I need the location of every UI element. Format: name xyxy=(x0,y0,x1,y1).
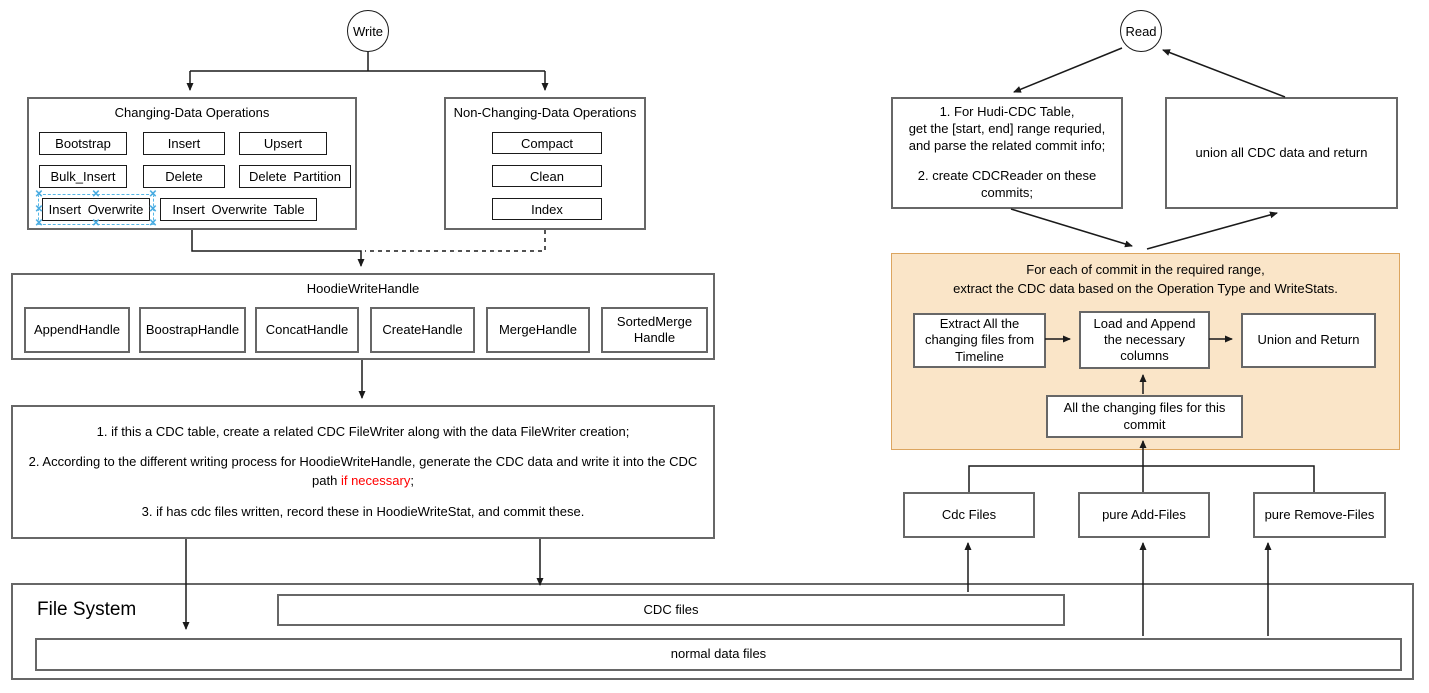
prepare-line-1: 1. For Hudi-CDC Table, xyxy=(939,103,1075,119)
edge-prepare-to-orange xyxy=(1010,208,1133,248)
per-commit-group[interactable]: For each of commit in the required range… xyxy=(891,253,1400,450)
read-prepare-text: 1. For Hudi-CDC Table, get the [start, e… xyxy=(893,99,1121,207)
prepare-gap xyxy=(893,154,1121,168)
hoodie-write-handle-group[interactable]: HoodieWriteHandle AppendHandle BoostrapH… xyxy=(11,273,715,360)
prepare-line-4: 2. create CDCReader on these xyxy=(917,168,1097,184)
selection-handle-se[interactable]: ✕ xyxy=(148,218,158,229)
union-all-box[interactable]: union all CDC data and return xyxy=(1165,97,1398,209)
changing-data-operations-title: Changing-Data Operations xyxy=(114,105,270,120)
read-node[interactable]: Read xyxy=(1120,10,1162,52)
op-index[interactable]: Index xyxy=(492,198,602,220)
union-and-return-box[interactable]: Union and Return xyxy=(1241,313,1376,368)
selection-handle-e[interactable]: ✕ xyxy=(148,203,158,215)
handle-concat[interactable]: ConcatHandle xyxy=(255,307,359,353)
write-step-2: 2. According to the different writing pr… xyxy=(23,453,703,491)
write-step-1: 1. if this a CDC table, create a related… xyxy=(96,423,630,439)
write-step-2-text: 2. According to the different writing pr… xyxy=(28,454,698,488)
per-commit-title-line2: extract the CDC data based on the Operat… xyxy=(953,280,1338,296)
selection-handle-sw[interactable]: ✕ xyxy=(34,218,44,229)
selection-handle-s[interactable]: ✕ xyxy=(91,218,101,229)
non-changing-data-operations-group[interactable]: Non-Changing-Data Operations Compact Cle… xyxy=(444,97,646,230)
op-insert-overwrite-table[interactable]: Insert Overwrite Table xyxy=(160,198,317,221)
edge-changing-to-handle xyxy=(191,230,365,267)
cdc-files-source-box[interactable]: Cdc Files xyxy=(903,492,1035,538)
normal-data-files-store[interactable]: normal data files xyxy=(35,638,1402,671)
selection-handle-ne[interactable]: ✕ xyxy=(148,189,158,200)
selection-overlay: ✕ ✕ ✕ ✕ ✕ ✕ ✕ ✕ xyxy=(34,190,158,229)
file-system-group[interactable]: File System CDC files normal data files xyxy=(11,583,1414,680)
handle-merge[interactable]: MergeHandle xyxy=(486,307,590,353)
op-insert-overwrite[interactable]: Insert Overwrite xyxy=(42,198,150,221)
extract-changing-files-box[interactable]: Extract All the changing files from Time… xyxy=(913,313,1046,368)
edge-nonchanging-dashed xyxy=(365,230,546,252)
op-upsert[interactable]: Upsert xyxy=(239,132,327,155)
op-insert[interactable]: Insert xyxy=(143,132,225,155)
non-changing-data-operations-title: Non-Changing-Data Operations xyxy=(453,105,637,120)
op-clean[interactable]: Clean xyxy=(492,165,602,187)
read-node-label: Read xyxy=(1125,23,1157,39)
read-prepare-box[interactable]: 1. For Hudi-CDC Table, get the [start, e… xyxy=(891,97,1123,209)
op-delete-partition[interactable]: Delete Partition xyxy=(239,165,351,188)
write-step-3: 3. if has cdc files written, record thes… xyxy=(141,503,585,519)
selection-handle-w[interactable]: ✕ xyxy=(34,203,44,215)
per-commit-title: For each of commit in the required range… xyxy=(892,261,1399,299)
edge-orange-to-union xyxy=(1146,211,1278,250)
write-step-2-suffix: ; xyxy=(410,473,414,488)
write-node-label: Write xyxy=(352,23,384,39)
handle-sorted-merge[interactable]: SortedMerge Handle xyxy=(601,307,708,353)
prepare-line-2: get the [start, end] range requried, xyxy=(908,120,1106,136)
hoodie-write-handle-title: HoodieWriteHandle xyxy=(306,281,420,296)
selection-handle-n[interactable]: ✕ xyxy=(91,189,101,200)
op-compact[interactable]: Compact xyxy=(492,132,602,154)
handle-boostrap[interactable]: BoostrapHandle xyxy=(139,307,246,353)
all-changing-files-box[interactable]: All the changing files for this commit xyxy=(1046,395,1243,438)
edge-sources-connector xyxy=(968,465,1315,492)
write-steps-box[interactable]: 1. if this a CDC table, create a related… xyxy=(11,405,715,539)
edge-read-to-prepare xyxy=(1013,47,1123,93)
cdc-files-store[interactable]: CDC files xyxy=(277,594,1065,626)
pure-add-files-box[interactable]: pure Add-Files xyxy=(1078,492,1210,538)
prepare-line-5: commits; xyxy=(981,185,1033,201)
load-append-columns-box[interactable]: Load and Append the necessary columns xyxy=(1079,311,1210,369)
prepare-line-3: and parse the related commit info; xyxy=(908,137,1106,153)
changing-data-operations-group[interactable]: Changing-Data Operations Bootstrap Inser… xyxy=(27,97,357,230)
pure-remove-files-box[interactable]: pure Remove-Files xyxy=(1253,492,1386,538)
write-node[interactable]: Write xyxy=(347,10,389,52)
handle-create[interactable]: CreateHandle xyxy=(370,307,475,353)
selection-handle-nw[interactable]: ✕ xyxy=(34,189,44,200)
per-commit-title-line1: For each of commit in the required range… xyxy=(1026,262,1265,277)
op-delete[interactable]: Delete xyxy=(143,165,225,188)
op-bootstrap[interactable]: Bootstrap xyxy=(39,132,127,155)
handle-append[interactable]: AppendHandle xyxy=(24,307,130,353)
edge-union-to-read xyxy=(1162,49,1286,98)
file-system-title: File System xyxy=(37,599,137,620)
op-bulk-insert[interactable]: Bulk_Insert xyxy=(39,165,127,188)
write-step-2-highlight: if necessary xyxy=(340,473,411,488)
